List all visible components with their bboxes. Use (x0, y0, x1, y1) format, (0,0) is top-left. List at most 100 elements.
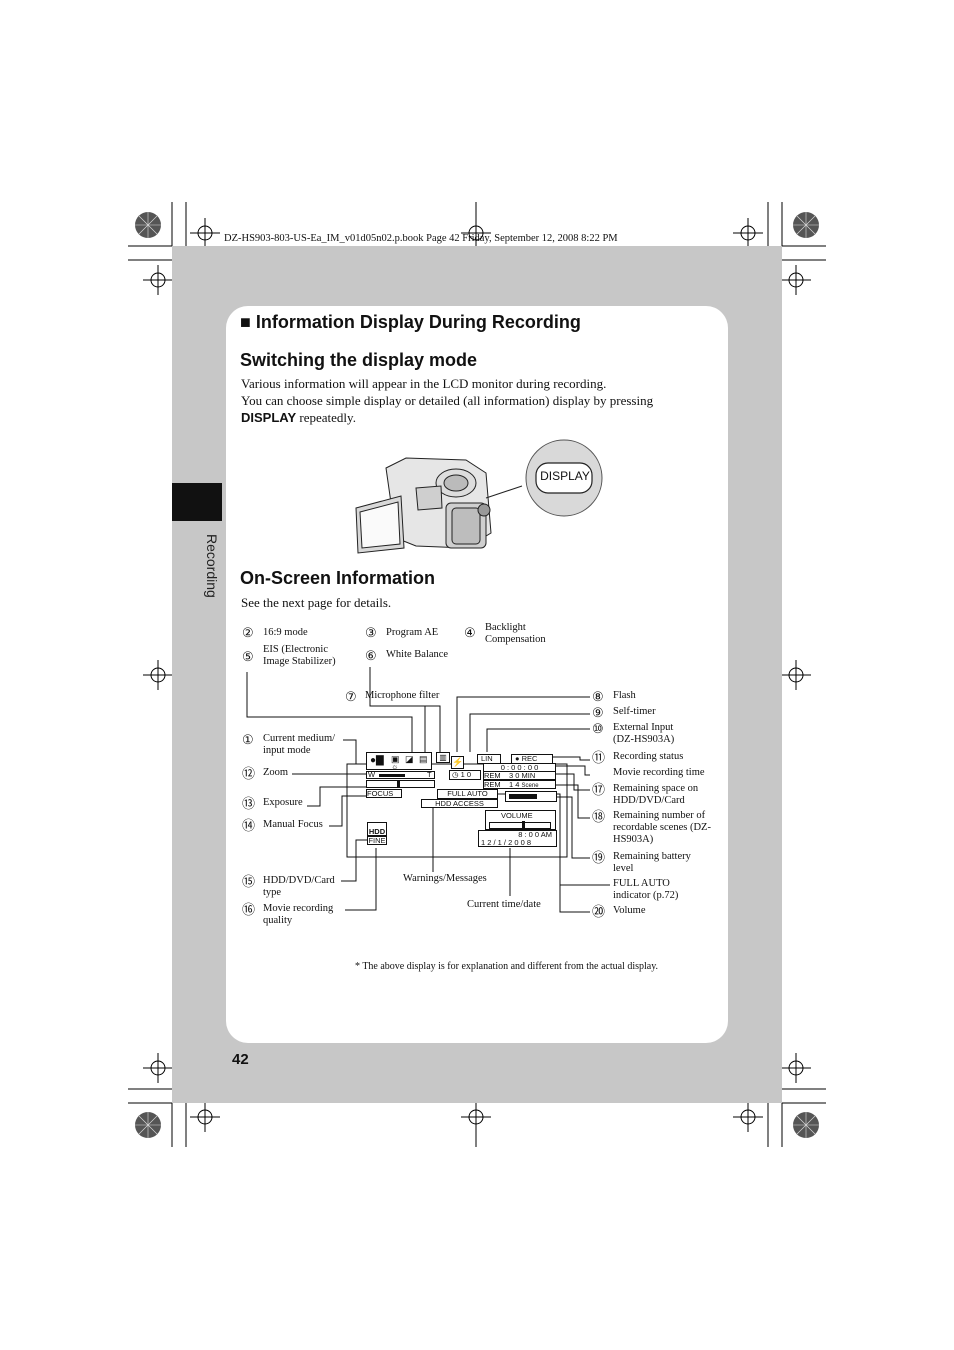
volume-label: VOLUME (501, 811, 533, 820)
legend-text-3: Program AE (386, 627, 439, 638)
clock-time: 8 : 0 0 AM (518, 830, 552, 839)
onscreen-intro: See the next page for details. (241, 595, 392, 610)
callout-num-15: ⑮ (242, 874, 256, 889)
label-warnings: Warnings/Messages (403, 873, 487, 884)
footnote: * The above display is for explanation a… (355, 961, 659, 972)
onscreen-heading: On-Screen Information (240, 568, 436, 588)
clock-date: 1 2 / 1 / 2 0 0 8 (481, 838, 532, 847)
zoom-bar: W T (366, 771, 435, 779)
callout-text-1: Current medium/ input mode (263, 733, 336, 756)
exposure-bar (366, 780, 435, 788)
callout-num-8: ⑧ (592, 689, 604, 704)
chapter-label: Recording (204, 534, 220, 598)
eis-icon: ▤ (419, 754, 428, 764)
zoom-w-label: W (368, 770, 376, 779)
rem-unit-2: Scene (521, 783, 539, 789)
callout-text-15: HDD/DVD/Card type (263, 875, 335, 898)
callout-num-18: ⑱ (592, 809, 606, 824)
chapter-tab (172, 483, 222, 521)
camera-mode-icon: ●▇ (370, 755, 384, 766)
legend-text-4: Backlight Compensation (485, 622, 546, 645)
callout-num-11: ⑪ (592, 750, 606, 765)
legend-num-4: ④ (464, 625, 476, 640)
battery-indicator (505, 791, 557, 802)
zoom-t-label: T (427, 770, 432, 779)
switching-paragraph: Various information will appear in the L… (241, 375, 711, 426)
camcorder-illustration (355, 439, 603, 554)
fine-quality-label: FINE (367, 836, 387, 845)
callout-text-19: Remaining battery level (613, 851, 691, 874)
callout-text-18: Remaining number of recordable scenes (D… (613, 810, 711, 845)
legend-text-2: 16:9 mode (263, 627, 308, 638)
program-ae-icon: ▣ (391, 754, 400, 764)
callout-text-movie-time: Movie recording time (613, 767, 705, 778)
callout-num-1: ① (242, 732, 254, 747)
battery-fill (509, 794, 537, 799)
label-time-date: Current time/date (467, 899, 541, 910)
legend-num-5: ⑤ (242, 649, 254, 664)
callout-text-8: Flash (613, 690, 636, 701)
self-timer-value: 1 0 (460, 770, 472, 779)
switching-line-2: You can choose simple display or detaile… (241, 393, 654, 408)
clock-panel: 8 : 0 0 AM 1 2 / 1 / 2 0 0 8 (478, 830, 557, 847)
remaining-space-row: REM 3 0 MIN (483, 771, 556, 780)
callout-text-16: Movie recording quality (263, 903, 334, 926)
display-button-label: DISPLAY (540, 469, 590, 483)
legend-num-6: ⑥ (365, 648, 377, 663)
callout-text-full-auto: FULL AUTO indicator (p.72) (613, 878, 679, 901)
callout-num-12: ⑫ (242, 766, 256, 781)
print-header: DZ-HS903-803-US-Ea_IM_v01d05n02.p.book P… (224, 233, 618, 244)
zoom-fill (379, 774, 405, 777)
section-marker: ■ (240, 312, 251, 332)
legend-num-3: ③ (365, 625, 377, 640)
callout-text-10: External Input (DZ-HS903A) (613, 722, 675, 745)
hdd-access-message: HDD ACCESS (421, 799, 498, 808)
manual-focus-indicator: FOCUS (366, 789, 402, 798)
display-button-word: DISPLAY (241, 410, 297, 425)
callout-num-16: ⑯ (242, 902, 256, 917)
rem-label-1: REM (484, 771, 501, 780)
rem-label-2: REM (484, 780, 501, 789)
volume-panel: VOLUME (485, 810, 556, 830)
callout-num-17: ⑰ (592, 782, 606, 797)
flash-icon: ⚡ (451, 756, 464, 769)
callout-num-14: ⑭ (242, 818, 256, 833)
rem-value-2: 1 4 (509, 780, 520, 789)
backlight-icon: ◪ (405, 754, 414, 764)
section-title: ■ Information Display During Recording (240, 312, 581, 333)
callout-text-17: Remaining space on HDD/DVD/Card (613, 783, 699, 806)
self-timer-display: ◷ 1 0 (449, 770, 481, 780)
volume-slider (489, 822, 551, 829)
section-title-text: Information Display During Recording (255, 312, 581, 332)
full-auto-indicator: FULL AUTO (437, 789, 498, 799)
legend-text-6: White Balance (386, 649, 449, 660)
switching-line-1: Various information will appear in the L… (241, 376, 607, 391)
callout-text-13: Exposure (263, 797, 303, 808)
rem-value-1: 3 0 MIN (509, 771, 536, 780)
legend-num-2: ② (242, 625, 254, 640)
switching-line-3-rest: repeatedly. (296, 410, 356, 425)
exposure-marker (397, 781, 400, 787)
callout-num-19: ⑲ (592, 850, 606, 865)
callout-text-7: Microphone filter (365, 690, 440, 701)
callout-num-9: ⑨ (592, 705, 604, 720)
callout-num-20: ⑳ (592, 904, 606, 919)
hdd-type-icon: HDD (367, 822, 387, 836)
volume-knob (522, 821, 525, 829)
callout-text-14: Manual Focus (263, 819, 323, 830)
remaining-scenes-row: REM 1 4 Scene (483, 780, 556, 789)
callout-text-9: Self-timer (613, 706, 656, 717)
switching-line-3: DISPLAY repeatedly. (241, 409, 711, 426)
content-card (226, 306, 728, 1043)
page-number: 42 (232, 1051, 249, 1068)
white-balance-icon: ☼ (391, 762, 399, 771)
switching-heading: Switching the display mode (240, 350, 478, 370)
legend-text-5: EIS (Electronic Image Stabilizer) (263, 644, 336, 667)
media-quality-block: HDD FINE (367, 822, 387, 848)
lcd-top-icons: ●▇ ▣ ◪ ▤ ☼ (366, 752, 432, 771)
callout-text-11: Recording status (613, 751, 684, 762)
callout-num-7: ⑦ (345, 689, 357, 704)
mic-filter-icon: ▥ (436, 752, 450, 763)
